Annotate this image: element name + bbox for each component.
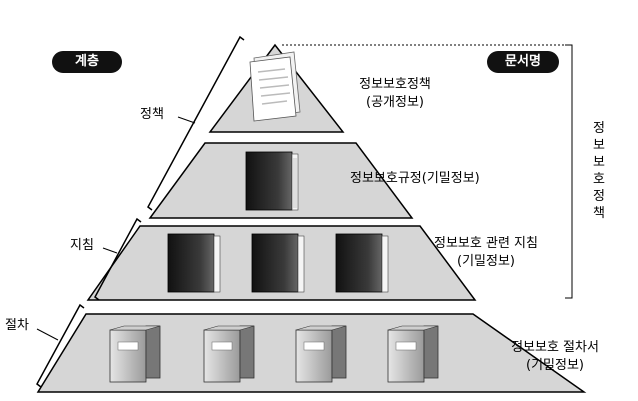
file-box-icon (387, 325, 439, 383)
bracket-procedure (36, 303, 85, 388)
tier-3-classification: (기밀정보) (457, 254, 515, 269)
tier-2-label: 정보보호규정(기밀정보) (350, 171, 480, 186)
tier-3-name: 정보보호 관련 지침 (434, 236, 538, 251)
tier-4-classification: (기밀정보) (526, 358, 584, 373)
right-bracket (565, 44, 573, 299)
document-pages-icon (249, 51, 301, 122)
side-vertical-label: 정 보 보 호 정 책 (590, 120, 608, 222)
policy-leader (177, 116, 196, 124)
tier-1-name: 정보보호정책 (359, 77, 431, 92)
tier-4-name: 정보보호 절차서 (511, 340, 599, 355)
side-char: 정 (593, 121, 605, 136)
tier-3-label: 정보보호 관련 지침 (기밀정보) (396, 235, 576, 271)
bracket-policy (147, 35, 245, 211)
binder-icon (167, 233, 221, 293)
guideline-leader (102, 247, 118, 254)
side-char: 보 (593, 155, 605, 170)
level-policy-label: 정책 (140, 107, 164, 122)
binder-icon (245, 151, 299, 211)
bracket-guideline (94, 217, 142, 301)
hierarchy-badge: 계층 (52, 51, 122, 73)
file-box-icon (109, 325, 161, 383)
file-box-icon (203, 325, 255, 383)
procedure-leader (36, 328, 59, 341)
side-char: 보 (593, 138, 605, 153)
binder-icon (251, 233, 305, 293)
tier-1-label: 정보보호정책 (공개정보) (330, 76, 460, 112)
file-box-icon (295, 325, 347, 383)
tier-4-label: 정보보호 절차서 (기밀정보) (490, 339, 620, 375)
binder-icon (335, 233, 389, 293)
tier-1-classification: (공개정보) (366, 95, 424, 110)
side-char: 책 (593, 206, 605, 221)
side-char: 호 (593, 172, 605, 187)
level-procedure-label: 절차 (5, 318, 29, 333)
side-char: 정 (593, 189, 605, 204)
level-guideline-label: 지침 (70, 238, 94, 253)
document-name-badge: 문서명 (487, 51, 559, 73)
